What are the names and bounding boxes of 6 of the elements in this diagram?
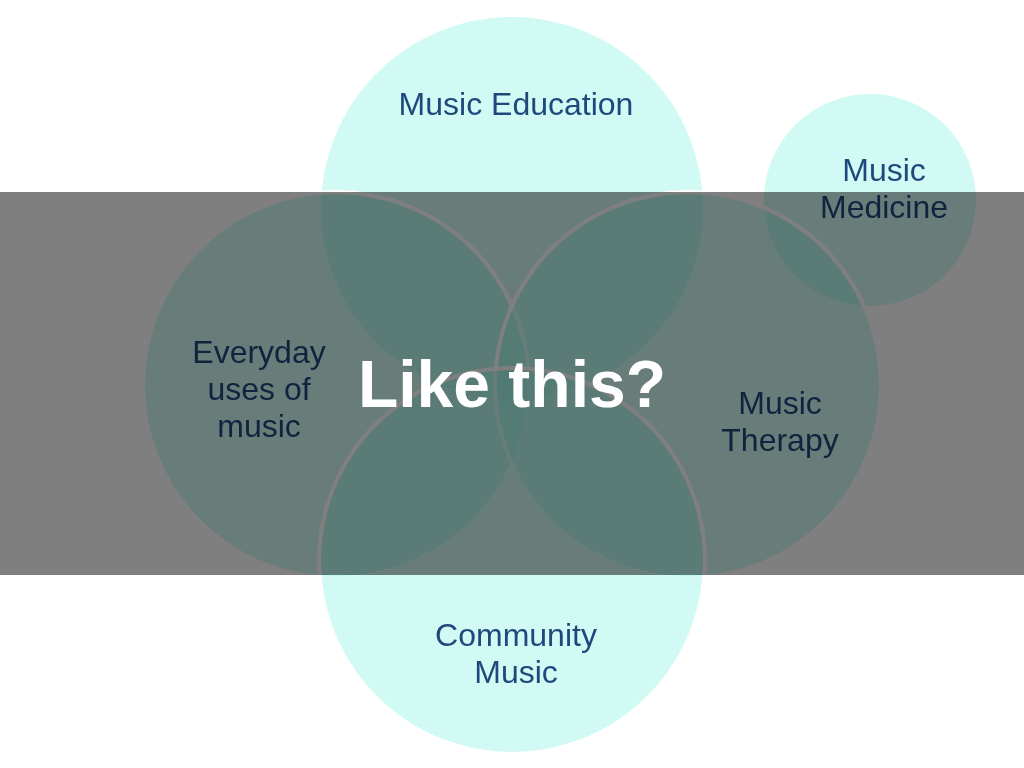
circle-label: Music Education — [397, 85, 635, 123]
circle-label: Music Medicine — [818, 152, 950, 226]
circle-label: Community Music — [434, 617, 598, 691]
circle-label: Music Therapy — [720, 385, 840, 459]
circle-label: Everyday uses of music — [191, 333, 327, 445]
title: Like this? — [357, 347, 667, 420]
